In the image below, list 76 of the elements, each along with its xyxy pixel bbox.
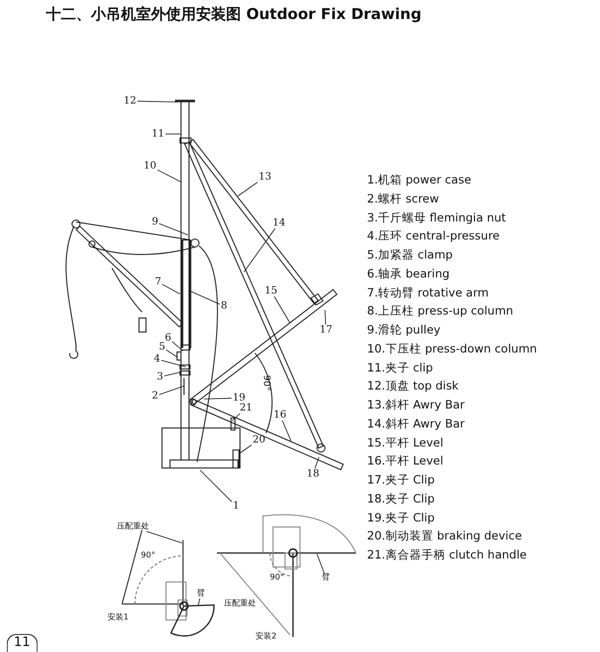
- part-list-item: 16.平杆 Level: [367, 454, 444, 468]
- part-list-item: 18.夹子 Clip: [367, 492, 435, 506]
- callout-number: 10: [142, 160, 158, 172]
- part-list-item: 14.斜杆 Awry Bar: [367, 417, 465, 430]
- callout-number: 6: [164, 332, 172, 344]
- part-list-item: 6.轴承 bearing: [367, 267, 450, 280]
- callout-number: 18: [306, 468, 320, 480]
- angle-label: 90°: [270, 574, 284, 582]
- part-list-item: 21.离合器手柄 clutch handle: [367, 548, 527, 562]
- callout-number: 21: [238, 402, 254, 414]
- part-list-item: 12.顶盘 top disk: [367, 380, 459, 393]
- leader-line: [232, 413, 240, 422]
- part-list-item: 13.斜杆 Awry Bar: [367, 398, 465, 412]
- callout-number: 8: [220, 300, 228, 312]
- leader-line: [282, 420, 292, 442]
- sketch-label: 压配重处: [224, 600, 256, 608]
- leader-line: [158, 223, 188, 236]
- callout-label: 压配重处: [117, 522, 149, 532]
- sketch-caption: 安装1: [107, 614, 129, 622]
- part-list-item: 1.机箱 power case: [367, 174, 472, 186]
- part-list-item: 17.夹子 Clip: [367, 474, 435, 486]
- leader-line: [198, 598, 200, 606]
- page-number: 11: [6, 634, 38, 652]
- leader-line: [316, 554, 325, 574]
- part-list-item: 10.下压柱 press-down column: [367, 342, 537, 356]
- leader-line: [164, 372, 182, 376]
- callout-number: 14: [272, 218, 286, 228]
- callout-label: 臂: [322, 574, 330, 582]
- part-list-item: 9.滑轮 pulley: [367, 324, 440, 336]
- leader-line: [166, 349, 178, 358]
- leader-line: [190, 290, 220, 305]
- part-list-item: 2.螺杆 screw: [367, 192, 439, 206]
- leader-line: [162, 284, 180, 294]
- leader-line: [240, 444, 252, 454]
- leader-line: [137, 100, 178, 102]
- callout-number: 17: [318, 324, 334, 336]
- callout-number: 19: [232, 392, 246, 404]
- part-list-item: 8.上压柱 press-up column: [367, 304, 514, 318]
- leader-line: [204, 398, 232, 400]
- callout-number: 16: [272, 410, 288, 420]
- part-list-item: 20.制动装置 braking device: [367, 530, 522, 543]
- callout-number: 7: [154, 276, 162, 288]
- leader-line: [160, 360, 186, 368]
- leader-line: [314, 456, 320, 469]
- callout-number: 9: [150, 216, 160, 228]
- leader-line: [238, 182, 258, 196]
- part-list-item: 4.压环 central-pressure: [367, 230, 500, 243]
- callout-number: 3: [156, 372, 164, 382]
- part-list-item: 7.转动臂 rotative arm: [367, 286, 489, 299]
- callout-number: 11: [150, 128, 166, 140]
- angle-label: 90°: [140, 552, 156, 560]
- leader-line: [244, 228, 276, 272]
- part-list-item: 11.夹子 clip: [367, 361, 433, 374]
- title: 十二、小吊机室外使用安装图 Outdoor Fix Drawing: [46, 6, 422, 22]
- callout-number: 15: [264, 286, 278, 296]
- callout-number: 13: [258, 172, 272, 182]
- callout-number: 20: [252, 434, 266, 446]
- part-list-item: 3.千斤螺母 flemingia nut: [367, 211, 506, 224]
- angle-label: 90°: [260, 375, 270, 391]
- callout-number: 12: [122, 96, 138, 106]
- leader-line: [274, 296, 290, 324]
- callout-label: 臂: [197, 590, 205, 598]
- callout-number: 1: [232, 500, 240, 512]
- part-list-item: 19.夹子 Clip: [367, 511, 435, 524]
- leader-line: [324, 310, 326, 325]
- leader-line: [158, 386, 184, 395]
- callout-number: 4: [152, 354, 162, 364]
- part-list-item: 5.加紧器 clamp: [367, 248, 453, 262]
- callout-number: 5: [158, 342, 166, 352]
- leader-line: [200, 470, 232, 502]
- sketch-caption: 安装2: [255, 632, 277, 642]
- callout-number: 2: [150, 390, 160, 402]
- leader-line: [157, 169, 182, 182]
- leader-line: [172, 341, 184, 352]
- leader-line: [146, 531, 182, 544]
- part-list-item: 15.平杆 Level: [367, 436, 444, 449]
